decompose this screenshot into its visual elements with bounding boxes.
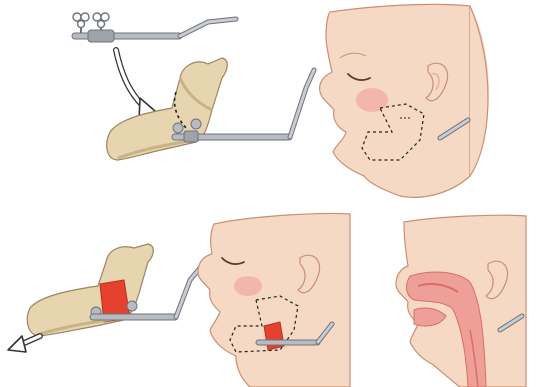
airway-cross-section-icon [396,215,526,387]
cheek-icon [356,88,388,112]
pin-1-icon [73,13,89,33]
distraction-device-icon [72,13,236,42]
infant-face-profile-post-icon [198,213,350,387]
mandible-lengthened-icon [27,244,200,336]
distraction-direction-arrow-icon [8,336,40,352]
infant-face-profile-icon [320,4,489,197]
